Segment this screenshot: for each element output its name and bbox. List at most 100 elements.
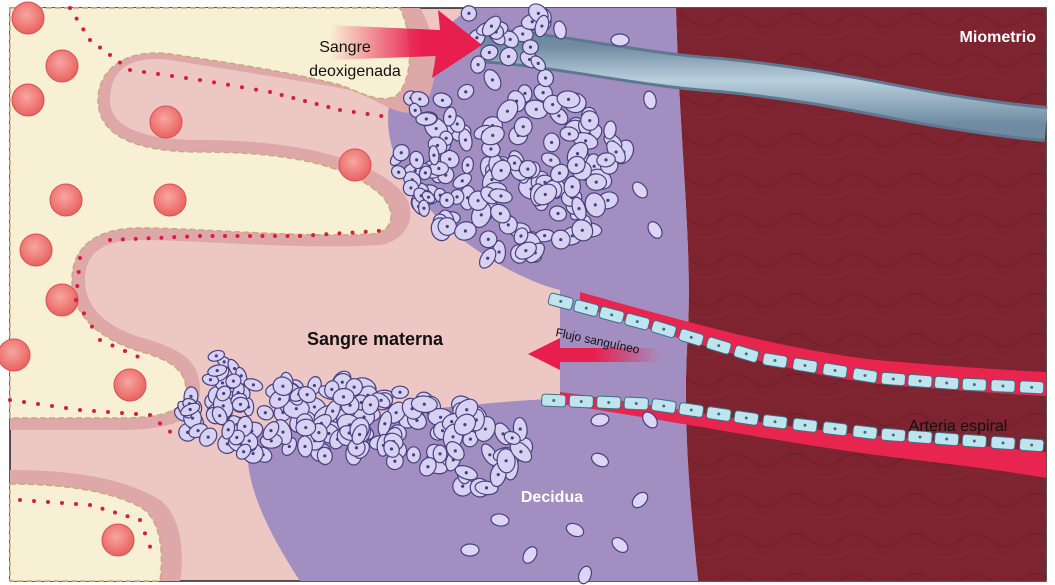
cell-nucleus: [580, 400, 583, 403]
cell-nucleus: [215, 354, 218, 357]
cell-nucleus: [662, 405, 665, 408]
membrane-dot: [148, 545, 152, 549]
membrane-dot: [60, 501, 64, 505]
cell-nucleus: [480, 213, 483, 216]
cell-nucleus: [490, 178, 493, 181]
red-blood-cell: [12, 2, 44, 34]
red-blood-cell: [0, 339, 30, 371]
membrane-dot: [128, 68, 132, 72]
cell-nucleus: [306, 393, 309, 396]
membrane-dot: [77, 270, 81, 274]
membrane-dot: [311, 233, 315, 237]
membrane-dot: [377, 229, 381, 233]
membrane-dot: [226, 83, 230, 87]
membrane-dot: [211, 234, 215, 238]
cell-nucleus: [398, 391, 401, 394]
membrane-dot: [286, 234, 290, 238]
membrane-dot: [32, 499, 36, 503]
membrane-dot: [298, 234, 302, 238]
cell-nucleus: [317, 431, 320, 434]
cell-nucleus: [834, 427, 837, 430]
membrane-dot: [172, 235, 176, 239]
cell-nucleus: [380, 399, 383, 402]
membrane-dot: [198, 234, 202, 238]
membrane-dot: [168, 430, 172, 434]
cell-nucleus: [529, 46, 532, 49]
cell-nucleus: [409, 186, 412, 189]
cell-nucleus: [717, 344, 720, 347]
cell-nucleus: [223, 360, 226, 363]
cell-nucleus: [584, 139, 587, 142]
cell-nucleus: [595, 181, 598, 184]
label-myometrium: Miometrio: [960, 29, 1037, 46]
cell-nucleus: [662, 328, 665, 331]
membrane-dot: [379, 114, 383, 118]
cell-nucleus: [550, 141, 553, 144]
membrane-dot: [106, 410, 110, 414]
cell-nucleus: [281, 385, 284, 388]
membrane-dot: [74, 502, 78, 506]
membrane-dot: [64, 406, 68, 410]
cell-nucleus: [557, 114, 560, 117]
cell-nucleus: [892, 378, 895, 381]
red-blood-cell: [150, 106, 182, 138]
cell-nucleus: [222, 404, 225, 407]
cell-nucleus: [1030, 444, 1033, 447]
membrane-dot: [268, 90, 272, 94]
cell-nucleus: [438, 452, 441, 455]
membrane-dot: [98, 338, 102, 342]
cell-nucleus: [358, 433, 361, 436]
cell-nucleus: [415, 158, 418, 161]
membrane-dot: [143, 531, 147, 535]
membrane-dot: [134, 412, 138, 416]
membrane-dot: [338, 108, 342, 112]
membrane-dot: [366, 112, 370, 116]
membrane-dot: [118, 61, 122, 65]
membrane-dot: [75, 17, 79, 21]
cell-nucleus: [509, 38, 512, 41]
membrane-dot: [303, 99, 307, 103]
cell-nucleus: [270, 439, 273, 442]
red-blood-cell: [46, 284, 78, 316]
membrane-dot: [198, 78, 202, 82]
cell-nucleus: [441, 99, 444, 102]
membrane-dot: [121, 237, 125, 241]
cell-nucleus: [581, 229, 584, 232]
label-decidua: Decidua: [521, 489, 583, 506]
cell-nucleus: [594, 203, 597, 206]
cell-nucleus: [233, 367, 236, 370]
membrane-dot: [212, 80, 216, 84]
decidual-cell: [461, 544, 479, 556]
membrane-dot: [120, 411, 124, 415]
cell-nucleus: [607, 401, 610, 404]
cell-nucleus: [450, 420, 453, 423]
cell-nucleus: [437, 167, 440, 170]
cell-nucleus: [519, 450, 522, 453]
cell-nucleus: [488, 51, 491, 54]
membrane-dot: [158, 421, 162, 425]
cell-nucleus: [606, 199, 609, 202]
cell-nucleus: [506, 110, 509, 113]
membrane-dot: [159, 236, 163, 240]
cell-nucleus: [490, 25, 493, 28]
cell-nucleus: [341, 381, 344, 384]
cell-nucleus: [717, 413, 720, 416]
cell-nucleus: [412, 453, 415, 456]
cell-nucleus: [519, 427, 522, 430]
membrane-dot: [280, 93, 284, 97]
cell-nucleus: [549, 158, 552, 161]
cell-nucleus: [499, 212, 502, 215]
cell-nucleus: [446, 225, 449, 228]
cell-nucleus: [475, 36, 478, 39]
cell-nucleus: [804, 364, 807, 367]
red-blood-cell: [339, 149, 371, 181]
membrane-dot: [88, 38, 92, 42]
membrane-dot: [88, 503, 92, 507]
cell-nucleus: [864, 431, 867, 434]
membrane-dot: [136, 355, 140, 359]
cell-nucleus: [604, 158, 607, 161]
cell-nucleus: [303, 445, 306, 448]
cell-nucleus: [745, 417, 748, 420]
cell-nucleus: [487, 238, 490, 241]
